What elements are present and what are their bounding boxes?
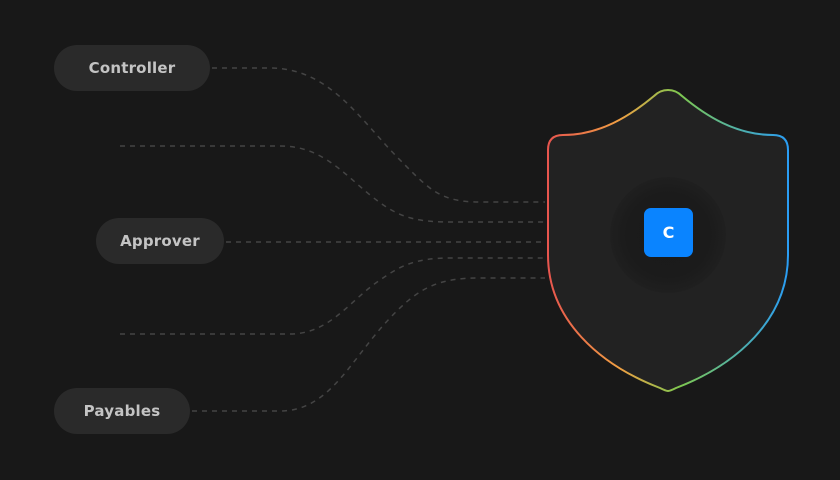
shield-badge-letter: C bbox=[662, 223, 675, 242]
node-controller-label: Controller bbox=[88, 59, 176, 77]
connector-payables bbox=[192, 277, 545, 412]
node-approver-label: Approver bbox=[120, 232, 200, 250]
connector-empty-upper bbox=[120, 145, 545, 223]
node-payables-label: Payables bbox=[83, 402, 161, 420]
connector-controller bbox=[212, 67, 545, 203]
node-controller[interactable]: Controller bbox=[54, 45, 210, 91]
node-payables[interactable]: Payables bbox=[54, 388, 190, 434]
node-approver[interactable]: Approver bbox=[96, 218, 224, 264]
shield-badge: C bbox=[644, 208, 693, 257]
connector-empty-lower bbox=[120, 257, 545, 335]
